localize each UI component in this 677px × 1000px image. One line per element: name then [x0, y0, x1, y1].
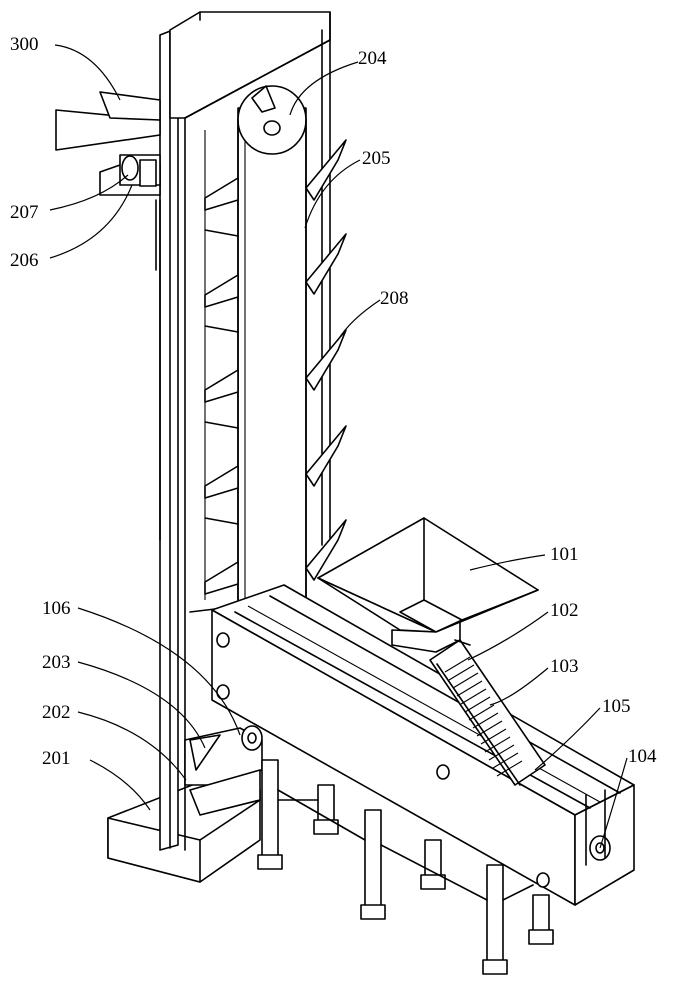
leader-lines [49, 44, 628, 849]
label-202: 202 [42, 702, 71, 723]
elevator-column [155, 11, 331, 851]
discharge-chute [55, 91, 161, 151]
label-204: 204 [358, 48, 387, 69]
label-205: 205 [362, 148, 391, 169]
label-201: 201 [42, 748, 71, 769]
label-104: 104 [628, 746, 657, 767]
drive-motor [99, 154, 161, 196]
belt [237, 85, 307, 609]
support-legs [257, 759, 554, 975]
label-208: 208 [380, 288, 409, 309]
label-207: 207 [10, 202, 39, 223]
label-101: 101 [550, 544, 579, 565]
label-105: 105 [602, 696, 631, 717]
label-206: 206 [10, 250, 39, 271]
label-300: 300 [10, 34, 39, 55]
label-203: 203 [42, 652, 71, 673]
screen-slots [444, 656, 523, 777]
screen-chute [429, 639, 546, 786]
buckets-right [305, 139, 347, 581]
elevator-boot [184, 725, 263, 816]
label-102: 102 [550, 600, 579, 621]
hopper [317, 517, 539, 653]
buckets-left [189, 177, 241, 613]
label-103: 103 [550, 656, 579, 677]
callout-labels: 300 204 205 207 206 208 101 102 103 105 … [10, 34, 657, 769]
label-106: 106 [42, 598, 71, 619]
